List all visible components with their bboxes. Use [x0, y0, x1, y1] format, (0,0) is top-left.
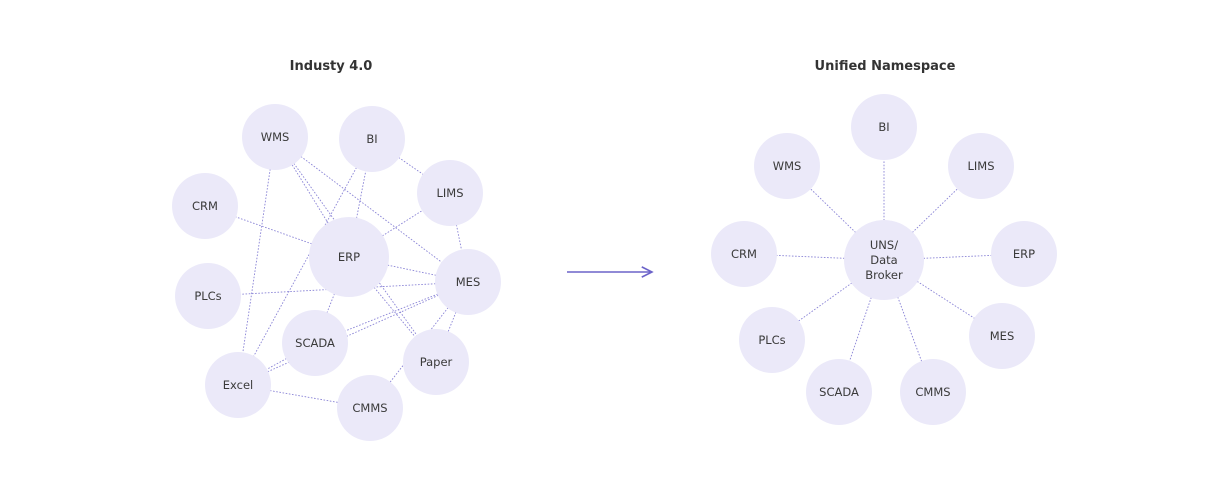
right-node-uns-label-2: Broker	[865, 268, 903, 282]
right-node-wms-label: WMS	[773, 159, 802, 173]
left-edge-erp-paper	[370, 282, 419, 342]
left-node-wms-circle	[242, 104, 308, 170]
left-node-cmms-circle	[337, 375, 403, 441]
left-node-mes: MES	[435, 249, 501, 315]
left-node-bi-circle	[339, 106, 405, 172]
left-node-plcs-circle	[175, 263, 241, 329]
left-node-crm-circle	[172, 173, 238, 239]
left-node-wms-label: WMS	[261, 130, 290, 144]
right-node-uns-label-1: Data	[870, 253, 897, 267]
right-node-cmms: CMMS	[900, 359, 966, 425]
left-edge-wms-mes	[296, 153, 447, 267]
right-node-uns-label-0: UNS/	[870, 238, 898, 252]
left-node-scada-label: SCADA	[295, 336, 335, 350]
right-node-mes-label: MES	[990, 329, 1015, 343]
left-node-bi-label: BI	[366, 132, 377, 146]
right-node-mes: MES	[969, 303, 1035, 369]
left-edge-excel-cmms	[264, 389, 345, 403]
right-node-erp-label: ERP	[1013, 247, 1035, 261]
left-edge-erp-lims	[377, 207, 428, 239]
right-edge-uns-erp	[917, 255, 998, 258]
right-edge-uns-cmms	[895, 291, 923, 368]
left-node-cmms-label: CMMS	[352, 401, 387, 415]
left-edge-mes-scada	[339, 292, 444, 334]
left-node-bi: BI	[339, 106, 405, 172]
left-node-excel-circle	[205, 352, 271, 418]
left-node-erp-label: ERP	[338, 250, 360, 264]
left-edge-erp-wms	[289, 159, 332, 229]
left-node-mes-label: MES	[456, 275, 481, 289]
right-node-erp: ERP	[991, 221, 1057, 287]
right-node-plcs: PLCs	[739, 307, 805, 373]
right-node-scada-circle	[806, 359, 872, 425]
right-edge-uns-scada	[847, 291, 873, 367]
right-node-crm-circle	[711, 221, 777, 287]
left-edge-erp-bi	[355, 165, 367, 225]
left-node-paper-label: Paper	[420, 355, 453, 369]
left-node-erp-circle	[309, 217, 389, 297]
left-node-lims-label: LIMS	[436, 186, 463, 200]
right-edge-uns-lims	[908, 184, 963, 237]
right-edge-uns-plcs	[793, 279, 857, 325]
left-node-wms: WMS	[242, 104, 308, 170]
left-node-scada-circle	[282, 310, 348, 376]
right-node-wms: WMS	[754, 133, 820, 199]
left-node-plcs: PLCs	[175, 263, 241, 329]
left-node-excel-label: Excel	[223, 378, 253, 392]
right-node-uns-circle	[844, 220, 924, 300]
left-node-paper: Paper	[403, 329, 469, 395]
left-node-crm-label: CRM	[192, 199, 218, 213]
left-edge-erp-mes	[381, 264, 442, 277]
right-node-bi-circle	[851, 94, 917, 160]
left-node-crm: CRM	[172, 173, 238, 239]
right-edge-uns-mes	[912, 278, 980, 322]
right-node-cmms-circle	[900, 359, 966, 425]
left-node-mes-circle	[435, 249, 501, 315]
right-node-erp-circle	[991, 221, 1057, 287]
left-node-erp: ERP	[309, 217, 389, 297]
right-node-lims: LIMS	[948, 133, 1014, 199]
right-edge-uns-wms	[806, 184, 861, 237]
right-node-scada: SCADA	[806, 359, 872, 425]
right-node-plcs-label: PLCs	[758, 333, 785, 347]
right-node-plcs-circle	[739, 307, 805, 373]
right-node-bi: BI	[851, 94, 917, 160]
right-node-lims-circle	[948, 133, 1014, 199]
right-node-lims-label: LIMS	[967, 159, 994, 173]
left-node-lims: LIMS	[417, 160, 483, 226]
right-edge-uns-crm	[770, 255, 851, 258]
right-node-mes-circle	[969, 303, 1035, 369]
left-edge-erp-crm	[230, 215, 318, 246]
right-node-crm: CRM	[711, 221, 777, 287]
left-node-paper-circle	[403, 329, 469, 395]
left-node-lims-circle	[417, 160, 483, 226]
left-node-scada: SCADA	[282, 310, 348, 376]
right-panel-title: Unified Namespace	[815, 59, 956, 74]
right-node-bi-label: BI	[878, 120, 889, 134]
left-panel-title: Industy 4.0	[290, 59, 373, 74]
left-node-plcs-label: PLCs	[194, 289, 221, 303]
left-node-excel: Excel	[205, 352, 271, 418]
left-edge-wms-excel	[242, 163, 271, 360]
right-node-cmms-label: CMMS	[915, 385, 950, 399]
left-node-cmms: CMMS	[337, 375, 403, 441]
right-edges	[770, 153, 998, 368]
right-node-crm-label: CRM	[731, 247, 757, 261]
right-node-wms-circle	[754, 133, 820, 199]
right-node-scada-label: SCADA	[819, 385, 859, 399]
